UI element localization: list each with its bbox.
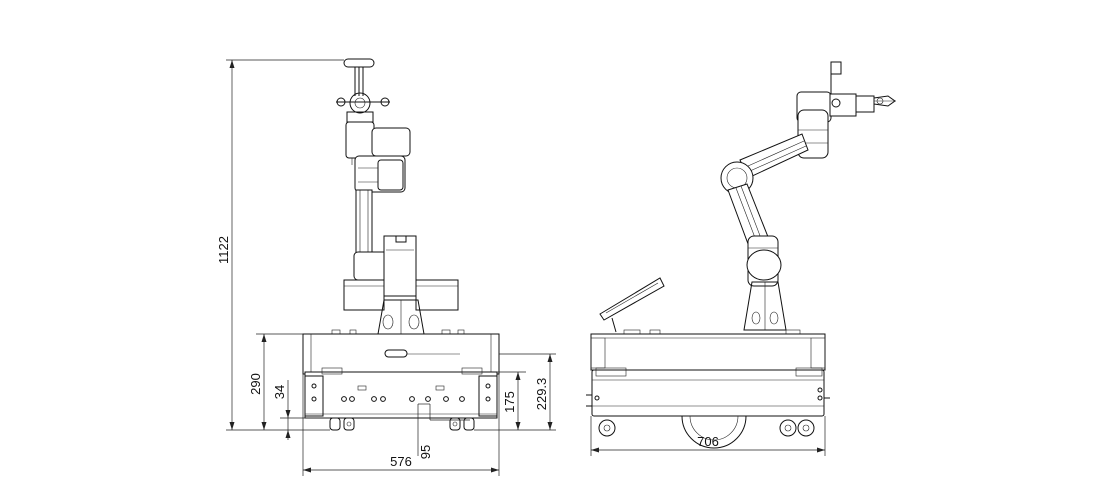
side-casters	[598, 415, 815, 437]
side-view	[586, 61, 896, 449]
dim-label-95: 95	[418, 445, 433, 459]
front-elbow-joint	[354, 155, 406, 193]
dim-front-small-offset	[280, 380, 330, 440]
dimension-lines: 1122 290 34 175 229.3 95 576 706	[216, 59, 826, 476]
side-top-plate	[604, 329, 806, 335]
dim-label-706: 706	[697, 434, 719, 449]
front-base-chassis	[304, 367, 498, 419]
dim-label-229-3: 229.3	[534, 378, 549, 411]
dim-label-576: 576	[390, 454, 412, 469]
dim-label-175: 175	[502, 391, 517, 413]
side-tablet	[599, 277, 665, 333]
dim-front-small-width	[417, 403, 470, 456]
dim-label-34: 34	[272, 385, 287, 399]
front-side-boxes	[343, 279, 459, 311]
dim-front-width	[302, 374, 500, 476]
dim-front-base-height	[256, 333, 303, 430]
dim-front-total-height	[226, 59, 344, 431]
front-view	[302, 58, 500, 431]
front-gripper	[336, 58, 390, 123]
front-forearm	[355, 189, 373, 257]
side-drive-wheel	[681, 415, 747, 449]
front-shoulder-joint	[353, 235, 417, 297]
side-shoulder	[746, 235, 782, 287]
dim-front-mid-height	[474, 371, 526, 431]
side-flag	[830, 61, 842, 95]
dim-side-length	[590, 416, 826, 456]
side-base-body	[590, 333, 826, 371]
front-top-plate	[330, 329, 470, 335]
dim-front-right-height	[499, 353, 556, 431]
front-wheels	[329, 417, 475, 431]
side-base-chassis	[586, 367, 830, 417]
dim-label-1122: 1122	[216, 236, 231, 264]
dim-label-290: 290	[248, 373, 263, 395]
front-base-body	[302, 333, 500, 375]
side-pedestal	[743, 281, 787, 331]
